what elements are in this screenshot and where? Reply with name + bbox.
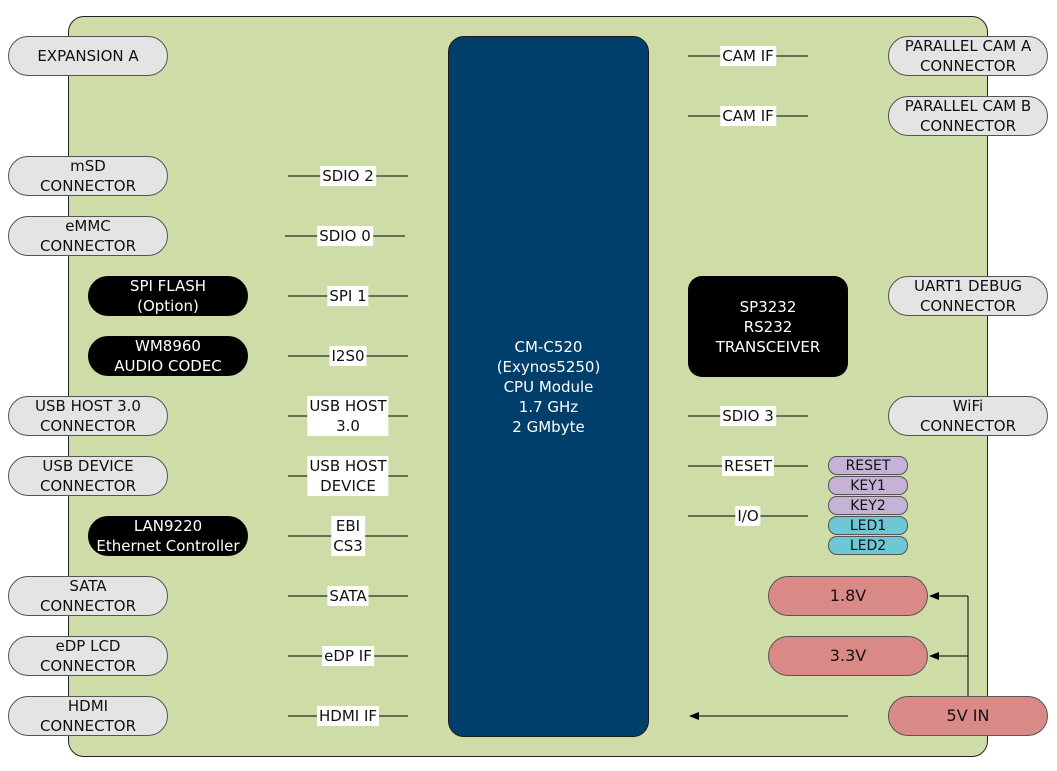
io-key2-button: KEY2 xyxy=(828,496,908,515)
signal-label-sdio2: SDIO 2 xyxy=(320,166,376,186)
signal-label-usb-device: USB HOST DEVICE xyxy=(307,456,389,496)
signal-label-usb-host-3: USB HOST 3.0 xyxy=(307,396,389,436)
power-5v-in-block: 5V IN xyxy=(888,696,1048,736)
io-led1: LED1 xyxy=(828,516,908,535)
audio-codec-block: WM8960 AUDIO CODEC xyxy=(88,336,248,376)
signal-label-reset: RESET xyxy=(721,456,775,476)
power-3v3-block: 3.3V xyxy=(768,636,928,676)
signal-label-sata: SATA xyxy=(327,586,369,606)
signal-label-i2s0: I2S0 xyxy=(329,346,367,366)
parallel-cam-b-connector-block: PARALLEL CAM B CONNECTOR xyxy=(888,96,1048,136)
emmc-connector-block: eMMC CONNECTOR xyxy=(8,216,168,256)
power-1v8-block: 1.8V xyxy=(768,576,928,616)
signal-label-sdio3: SDIO 3 xyxy=(720,406,776,426)
signal-label-edp: eDP IF xyxy=(322,646,374,666)
parallel-cam-a-connector-block: PARALLEL CAM A CONNECTOR xyxy=(888,36,1048,76)
signal-label-cam-a: CAM IF xyxy=(720,46,776,66)
sata-connector-block: SATA CONNECTOR xyxy=(8,576,168,616)
edp-lcd-connector-block: eDP LCD CONNECTOR xyxy=(8,636,168,676)
cpu-module: CM-C520 (Exynos5250) CPU Module 1.7 GHz … xyxy=(448,36,649,737)
rs232-transceiver-block: SP3232 RS232 TRANSCEIVER xyxy=(688,276,848,377)
signal-label-sdio0: SDIO 0 xyxy=(317,226,373,246)
expansion-a-block: EXPANSION A xyxy=(8,36,168,76)
usb-device-connector-block: USB DEVICE CONNECTOR xyxy=(8,456,168,496)
signal-label-ebi: EBI CS3 xyxy=(331,516,365,556)
msd-connector-block: mSD CONNECTOR xyxy=(8,156,168,196)
signal-label-io: I/O xyxy=(735,506,761,526)
hdmi-connector-block: HDMI CONNECTOR xyxy=(8,696,168,736)
uart1-debug-connector-block: UART1 DEBUG CONNECTOR xyxy=(888,276,1048,316)
signal-label-spi1: SPI 1 xyxy=(327,286,369,306)
usb-host-connector-block: USB HOST 3.0 CONNECTOR xyxy=(8,396,168,436)
spi-flash-block: SPI FLASH (Option) xyxy=(88,276,248,316)
signal-label-cam-b: CAM IF xyxy=(720,106,776,126)
signal-label-hdmi: HDMI IF xyxy=(316,706,380,726)
io-key1-button: KEY1 xyxy=(828,476,908,495)
ethernet-controller-block: LAN9220 Ethernet Controller xyxy=(88,516,248,556)
io-reset-button: RESET xyxy=(828,456,908,475)
io-led2: LED2 xyxy=(828,536,908,555)
wifi-connector-block: WiFi CONNECTOR xyxy=(888,396,1048,436)
